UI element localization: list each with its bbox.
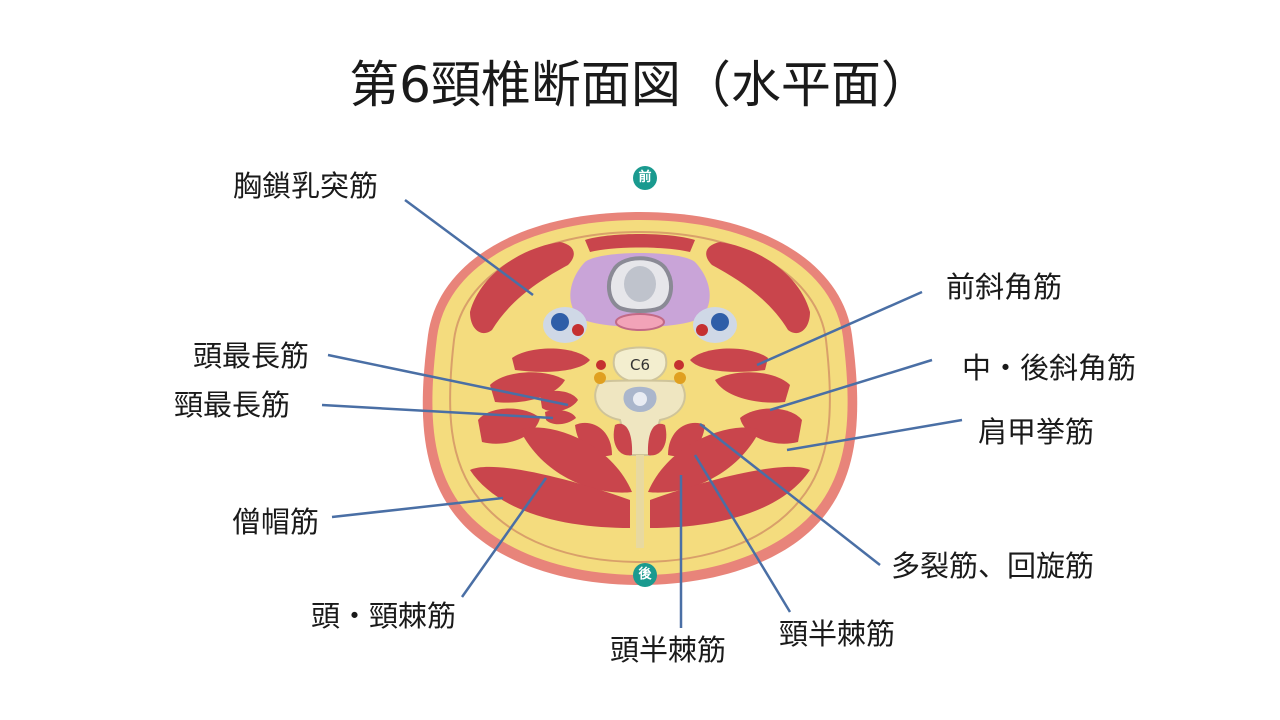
longissimus-cervicis-left [545, 410, 576, 425]
label-longissimus-cervicis: 頸最長筋 [174, 388, 291, 422]
leader-line-middle-scalene [769, 358, 933, 412]
leader-line-levator-scapulae [786, 418, 963, 452]
vertebral-artery-left [596, 360, 606, 370]
spinal-cord [633, 392, 647, 406]
tracheal-lumen [624, 266, 656, 302]
leader-lines [321, 198, 963, 628]
leader-line-anterior-scalene [756, 290, 923, 367]
carotid-artery-left [572, 324, 584, 336]
strap-muscles [585, 234, 695, 252]
anterior-badge: 前 [633, 166, 657, 190]
carotid-artery-right [696, 324, 708, 336]
anterior-scalene-left [512, 348, 590, 372]
label-trapezius: 僧帽筋 [232, 505, 320, 539]
vertebral-body [612, 346, 668, 384]
trapezius-left [470, 466, 630, 528]
label-levator-scapulae: 肩甲挙筋 [978, 415, 1095, 449]
vertebral-arch [594, 379, 686, 456]
label-middle-posterior-scalene: 中・後斜角筋 [962, 351, 1137, 385]
label-spinalis-capitis-cervicis: 頭・頸棘筋 [311, 599, 457, 633]
vertebral-artery-right [674, 360, 684, 370]
label-semispinalis-capitis: 頭半棘筋 [610, 633, 727, 667]
anterior-scalene-right [690, 348, 768, 372]
semispinalis-capitis-left [520, 427, 632, 493]
longissimus-capitis-left [540, 390, 578, 412]
middle-scalene-right [715, 372, 790, 403]
leader-line-longissimus-cervicis [321, 403, 554, 420]
label-longissimus-capitis: 頭最長筋 [193, 339, 310, 373]
sternocleidomastoid-right [706, 242, 810, 334]
jugular-vein-right [711, 313, 729, 331]
multifidus-left [613, 423, 633, 456]
leader-line-longissimus-capitis [327, 353, 569, 407]
jugular-vein-left [551, 313, 569, 331]
esophagus [615, 313, 665, 331]
nerve-root-right [674, 372, 686, 384]
leader-line-spinalis [460, 477, 548, 598]
leader-line-trapezius [331, 496, 504, 519]
trapezius-right [650, 466, 810, 528]
label-anterior-scalene: 前斜角筋 [946, 270, 1063, 304]
leader-line-multifidus [699, 423, 881, 566]
multifidus-right [647, 423, 667, 456]
leader-line-sternocleidomastoid [404, 198, 534, 297]
semispinalis-cervicis-left [575, 422, 612, 457]
vertebra-label: C6 [630, 356, 650, 374]
semispinalis-capitis-right [648, 427, 760, 493]
label-sternocleidomastoid: 胸鎖乳突筋 [233, 169, 379, 203]
posterior-badge: 後 [633, 563, 657, 587]
semispinalis-cervicis-right [668, 422, 705, 457]
leader-line-semispinalis-cervicis [693, 454, 792, 613]
label-semispinalis-cervicis: 頸半棘筋 [779, 617, 896, 651]
label-multifidus-rotatores: 多裂筋、回旋筋 [891, 549, 1095, 583]
page-title: 第6頸椎断面図（水平面） [349, 56, 931, 114]
nerve-root-left [594, 372, 606, 384]
